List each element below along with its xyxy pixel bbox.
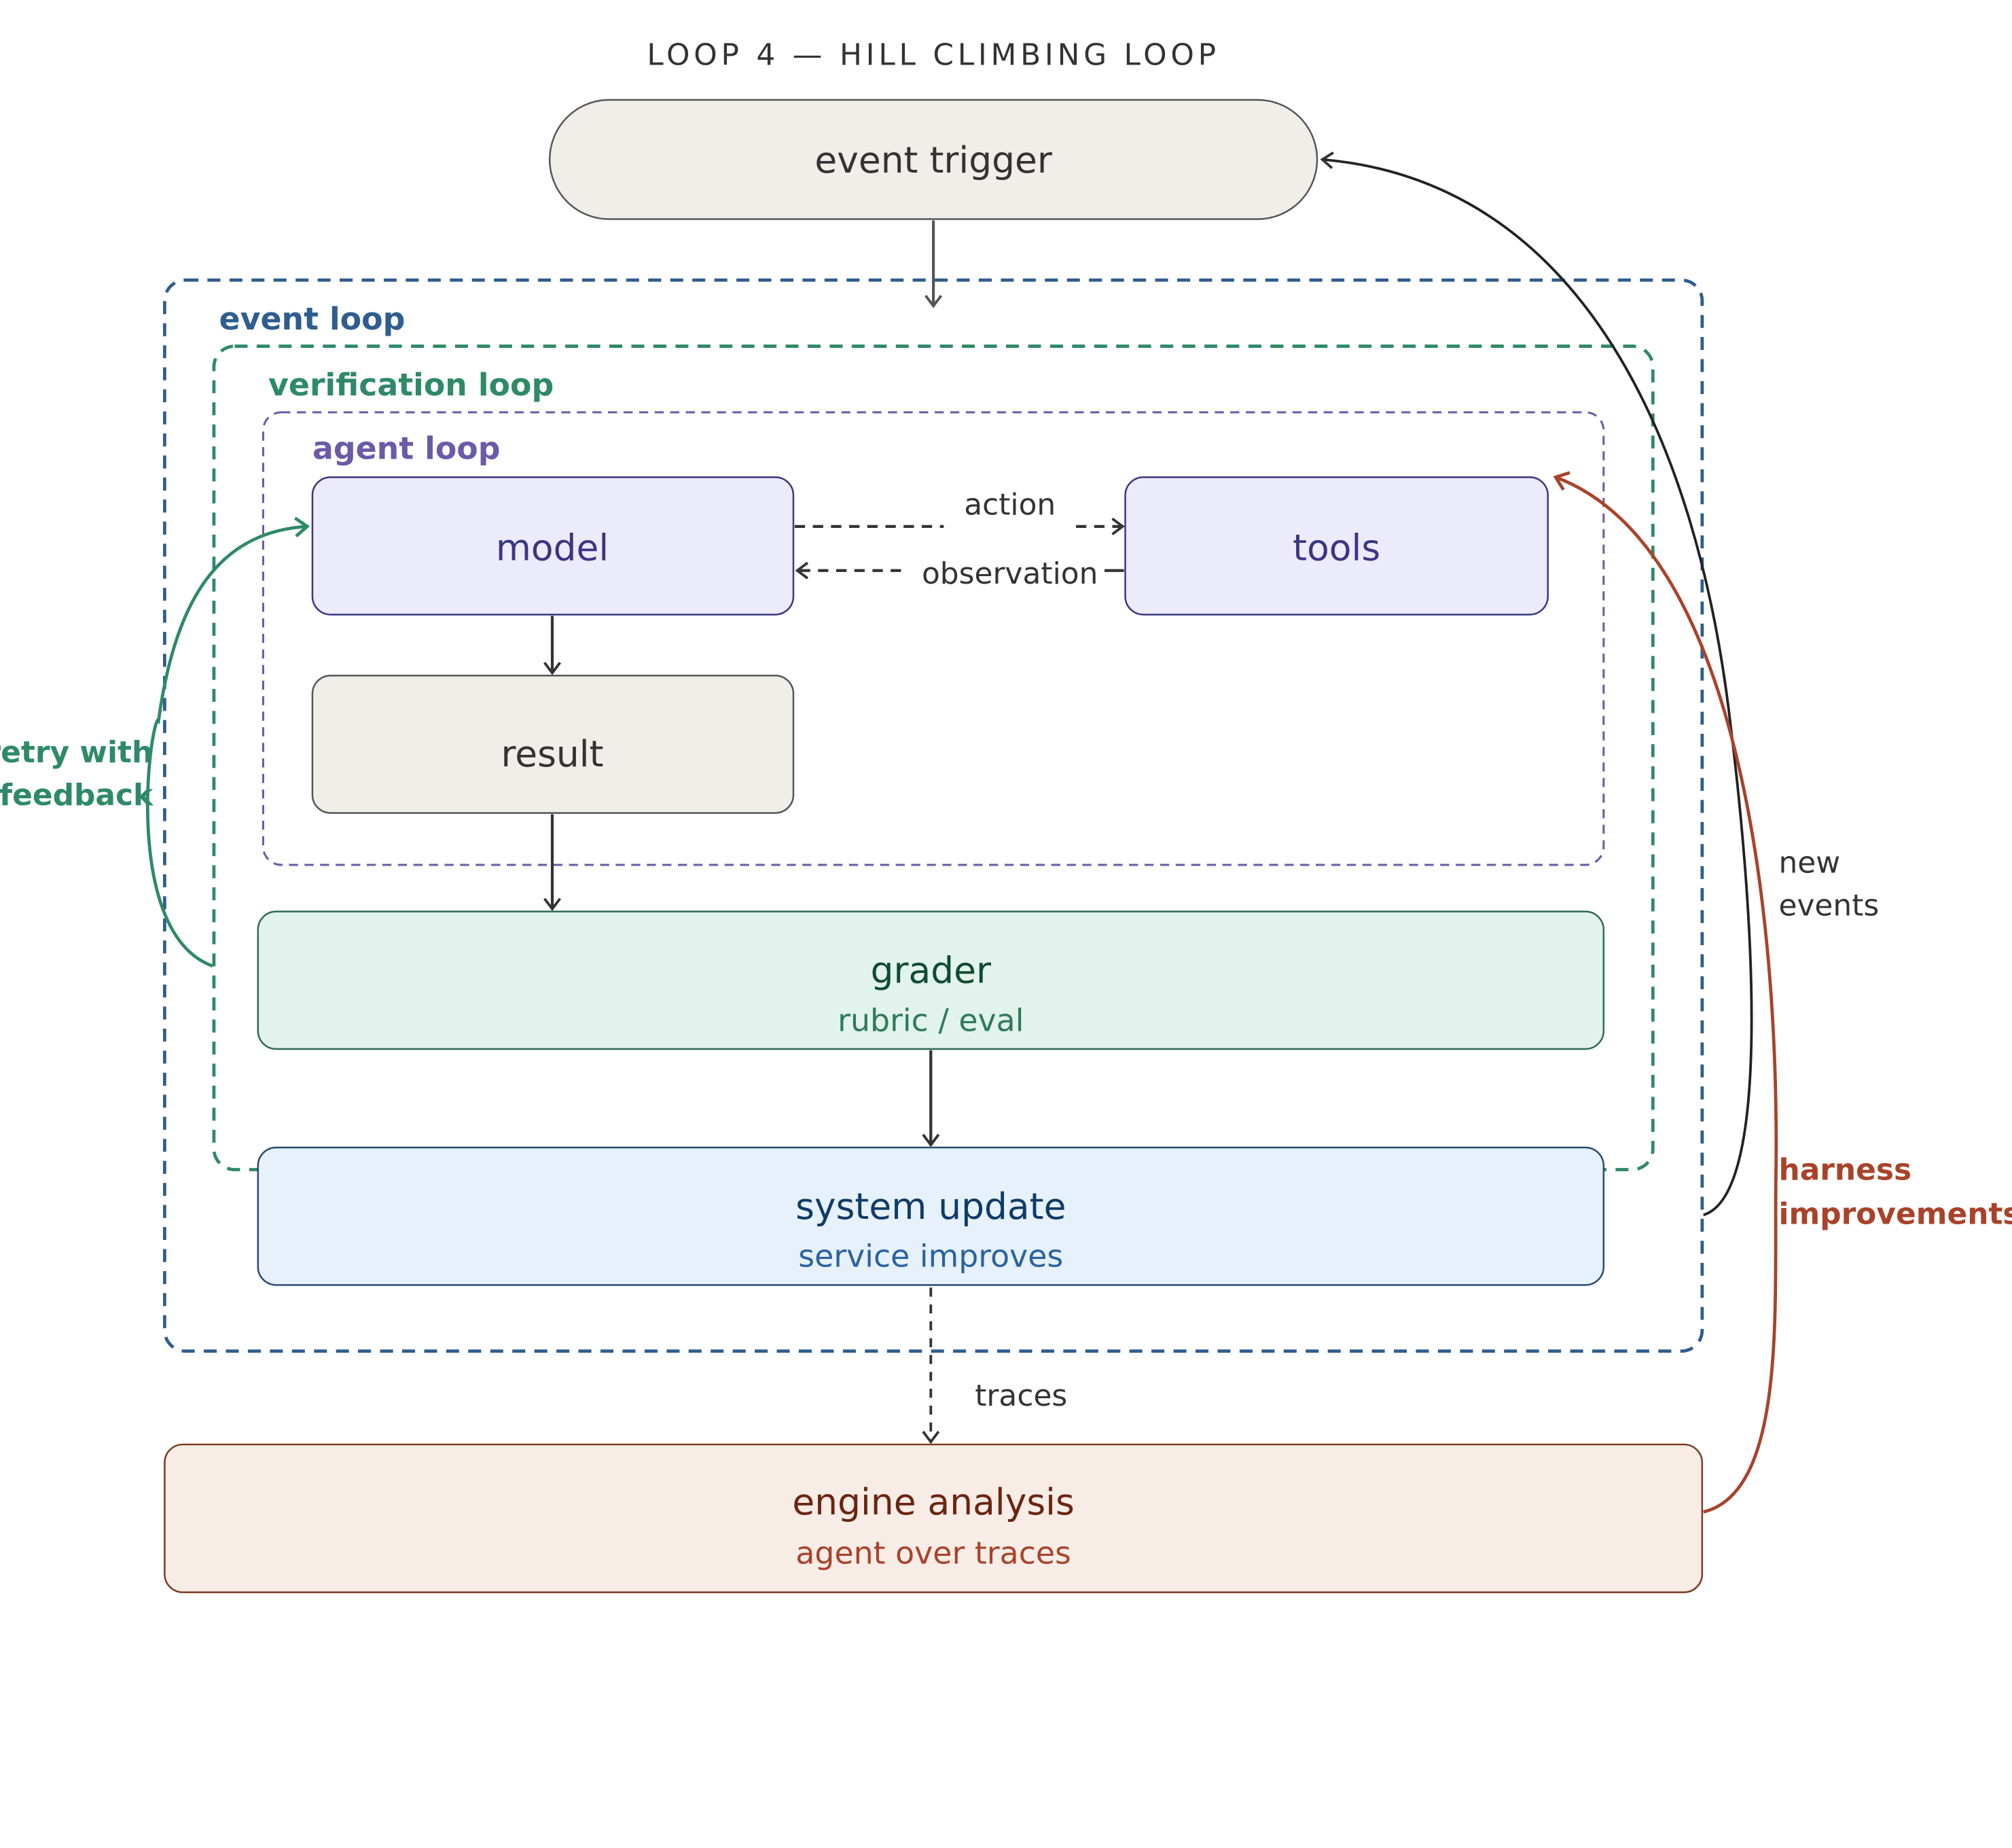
retry-label-line1: retry with (0, 735, 153, 770)
retry-label-line2: feedback (0, 778, 154, 813)
tools-node (1124, 476, 1549, 616)
grader-label: grader (871, 949, 991, 992)
result-node (311, 675, 795, 814)
event-loop-container (162, 278, 1704, 1353)
agent-loop-label: agent loop (312, 430, 501, 467)
new-events-label-line1: new (1778, 845, 1840, 880)
event-trigger-label: event trigger (814, 139, 1052, 181)
model-node (311, 476, 795, 616)
agent-loop-container (262, 411, 1605, 866)
harness-label-line1: harness (1778, 1153, 1911, 1188)
system-update-sublabel: service improves (798, 1238, 1063, 1275)
event-trigger-node (548, 99, 1318, 220)
model-label: model (496, 526, 609, 569)
system-update-node (257, 1146, 1605, 1286)
new-events-label-line2: events (1778, 888, 1879, 923)
observation-label: observation (922, 556, 1098, 591)
retry-curve-lower (145, 718, 213, 968)
engine-analysis-sublabel: agent over traces (795, 1535, 1071, 1571)
result-label: result (501, 732, 603, 775)
retry-arrow (156, 516, 310, 724)
grader-sublabel: rubric / eval (838, 1001, 1024, 1038)
harness-improvements-arrow (1553, 471, 1778, 1514)
new-events-arrow (1320, 152, 1753, 1217)
grader-node (257, 910, 1605, 1050)
engine-analysis-node (164, 1443, 1704, 1593)
traces-label: traces (975, 1379, 1067, 1413)
verification-loop-label: verification loop (268, 366, 554, 403)
event-loop-label: event loop (219, 300, 406, 337)
tools-label: tools (1293, 526, 1380, 569)
engine-analysis-label: engine analysis (792, 1480, 1074, 1523)
harness-label-line2: improvements (1778, 1197, 2012, 1232)
system-update-label: system update (795, 1185, 1066, 1228)
diagram-title: LOOP 4 — HILL CLIMBING LOOP (647, 37, 1219, 72)
action-label: action (964, 488, 1056, 522)
